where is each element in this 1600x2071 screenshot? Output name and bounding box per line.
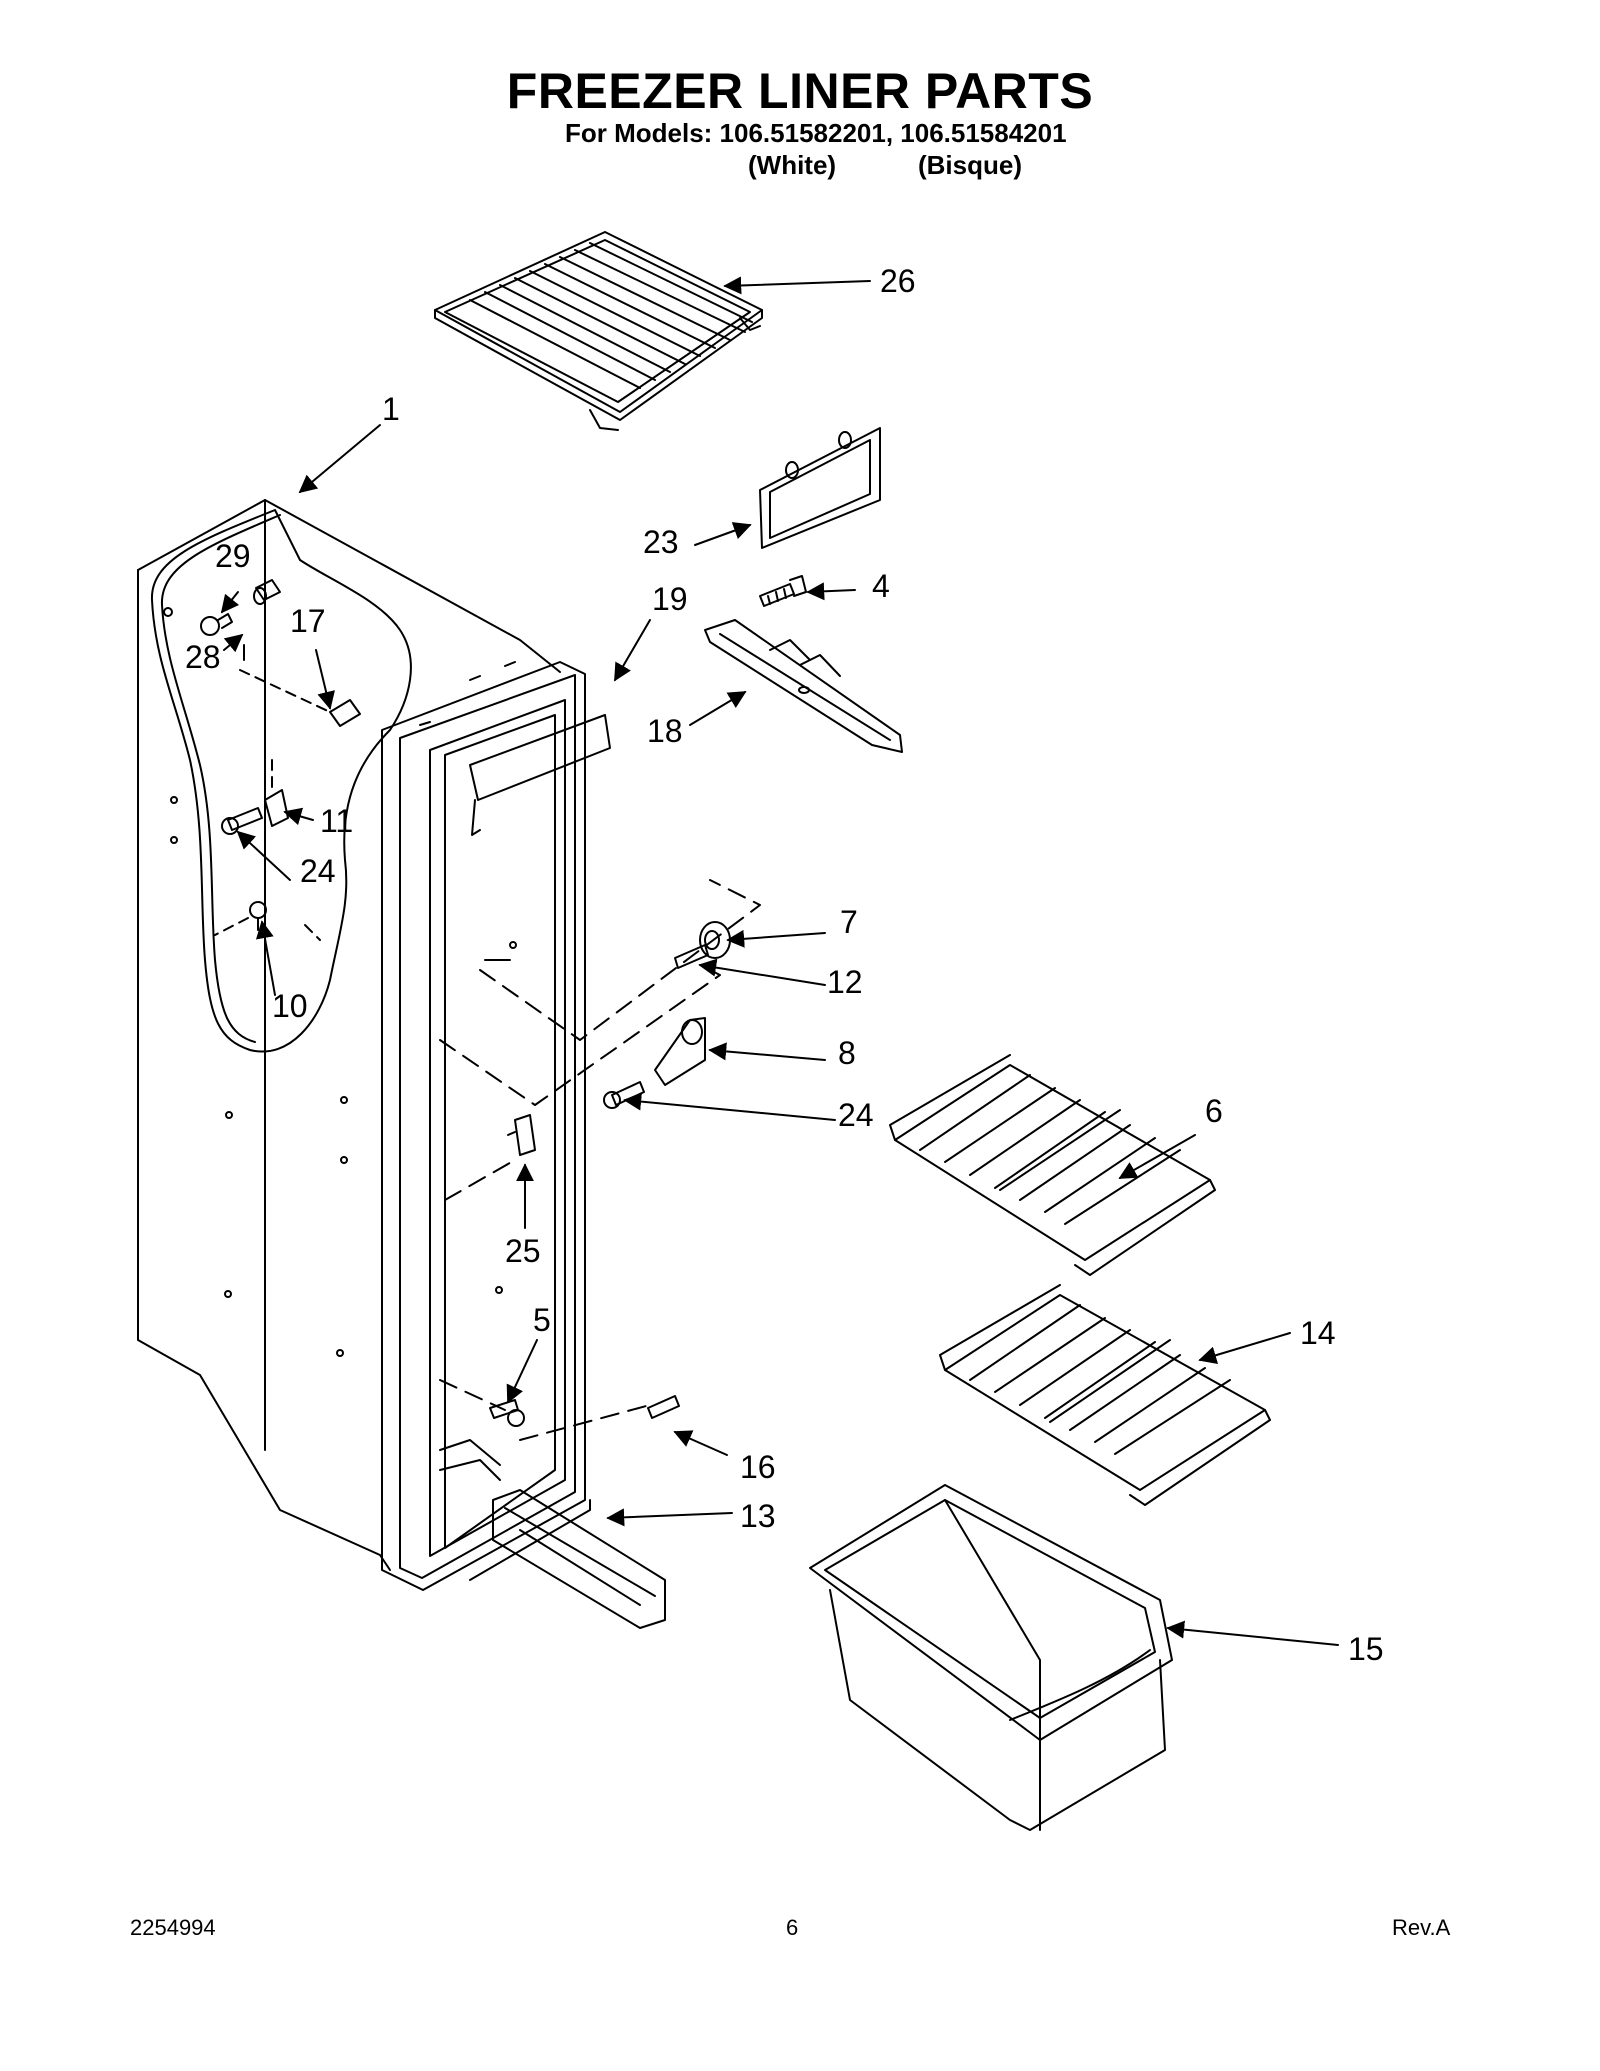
part-24-screw-a (221, 807, 263, 835)
callout-17: 17 (290, 603, 326, 639)
callout-16: 16 (740, 1449, 776, 1485)
callout-15: 15 (1348, 1631, 1384, 1667)
part-10-pin (214, 901, 267, 936)
callout-8: 8 (838, 1035, 856, 1071)
part-16-screw (647, 1395, 680, 1419)
wire-shelf-14-part (939, 1284, 1271, 1506)
part-4-screw (759, 575, 807, 607)
color-white-label: (White) (748, 150, 837, 180)
part-5-screw (489, 1399, 525, 1427)
document-number: 2254994 (130, 1915, 216, 1940)
callout-11: 11 (320, 803, 353, 839)
wire-shelf-6-part (889, 1054, 1216, 1276)
part-25-clip (507, 1114, 536, 1156)
callout-29: 29 (215, 538, 251, 574)
callout-24-right: 24 (838, 1097, 874, 1133)
part-28-bulb (200, 613, 233, 636)
callout-1: 1 (382, 391, 400, 427)
color-bisque-label: (Bisque) (918, 150, 1022, 180)
callout-6: 6 (1205, 1093, 1223, 1129)
callout-26: 26 (880, 263, 916, 299)
part-13-trim (492, 1489, 666, 1629)
callout-23: 23 (643, 524, 679, 560)
part-11-bracket (264, 759, 289, 827)
revision-label: Rev.A (1392, 1915, 1451, 1940)
callout-13: 13 (740, 1498, 776, 1534)
callout-18: 18 (647, 713, 683, 749)
part-29-light-socket (253, 579, 281, 605)
part-7-spacer (674, 921, 731, 969)
callout-19: 19 (652, 581, 688, 617)
freezer-liner-cabinet-part (137, 499, 591, 1591)
part-24-screw-b (603, 1081, 645, 1109)
part-19-deflector (469, 714, 611, 836)
callout-14: 14 (1300, 1315, 1336, 1351)
callout-10: 10 (272, 988, 308, 1024)
part-8-bracket (654, 1017, 706, 1086)
callout-24-left: 24 (300, 853, 336, 889)
part-17-clip (239, 644, 361, 727)
models-line: For Models: 106.51582201, 106.51584201 (565, 118, 1067, 148)
part-23-bracket (759, 427, 881, 549)
dash-guides (304, 879, 761, 1441)
callout-12: 12 (827, 964, 863, 1000)
part-18-bracket (704, 619, 903, 753)
callout-4: 4 (872, 568, 890, 604)
callout-25: 25 (505, 1233, 541, 1269)
leader-arrows (220, 276, 1339, 1646)
page-title: FREEZER LINER PARTS (506, 63, 1094, 119)
wire-shelf-top-part (434, 231, 763, 431)
callout-7: 7 (840, 904, 858, 940)
callout-5: 5 (533, 1302, 551, 1338)
storage-bin-15-part (809, 1484, 1173, 1831)
page-number: 6 (786, 1915, 799, 1940)
callout-28: 28 (185, 639, 221, 675)
